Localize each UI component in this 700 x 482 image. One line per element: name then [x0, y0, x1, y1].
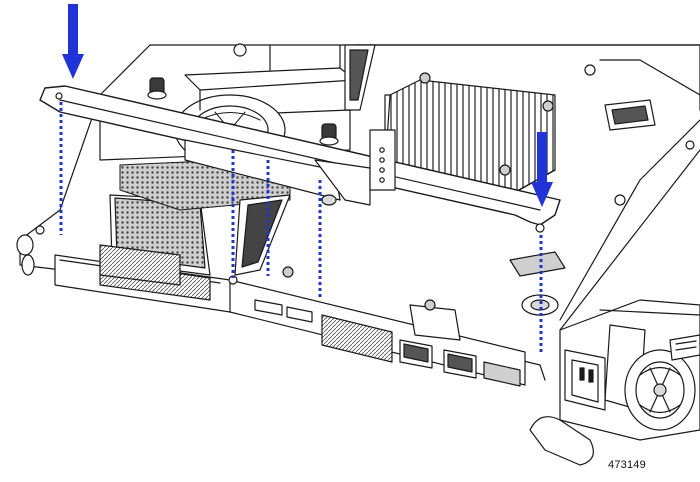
usb-port-icon [254, 299, 313, 323]
serial-port-block [99, 244, 461, 341]
thumbscrew-icon [147, 77, 339, 206]
pcie-slot-connectors [234, 44, 376, 276]
vga-port-icon [483, 361, 521, 387]
down-arrow-icon [531, 132, 553, 207]
riser-bracket [39, 85, 561, 233]
psu-fan-icon [624, 334, 700, 431]
memory-connector [604, 99, 656, 131]
motherboard-chip [509, 251, 566, 277]
figure-id-label: 473149 [608, 459, 646, 471]
power-socket-icon [564, 349, 606, 411]
chassis-screw [16, 225, 45, 276]
panel-screws [228, 43, 695, 311]
down-arrow-icon [62, 4, 84, 79]
vent-grid-center [321, 314, 393, 363]
psu-handle [529, 416, 594, 466]
heatsink-icon [384, 72, 556, 196]
rj45-port-icon [399, 339, 477, 379]
